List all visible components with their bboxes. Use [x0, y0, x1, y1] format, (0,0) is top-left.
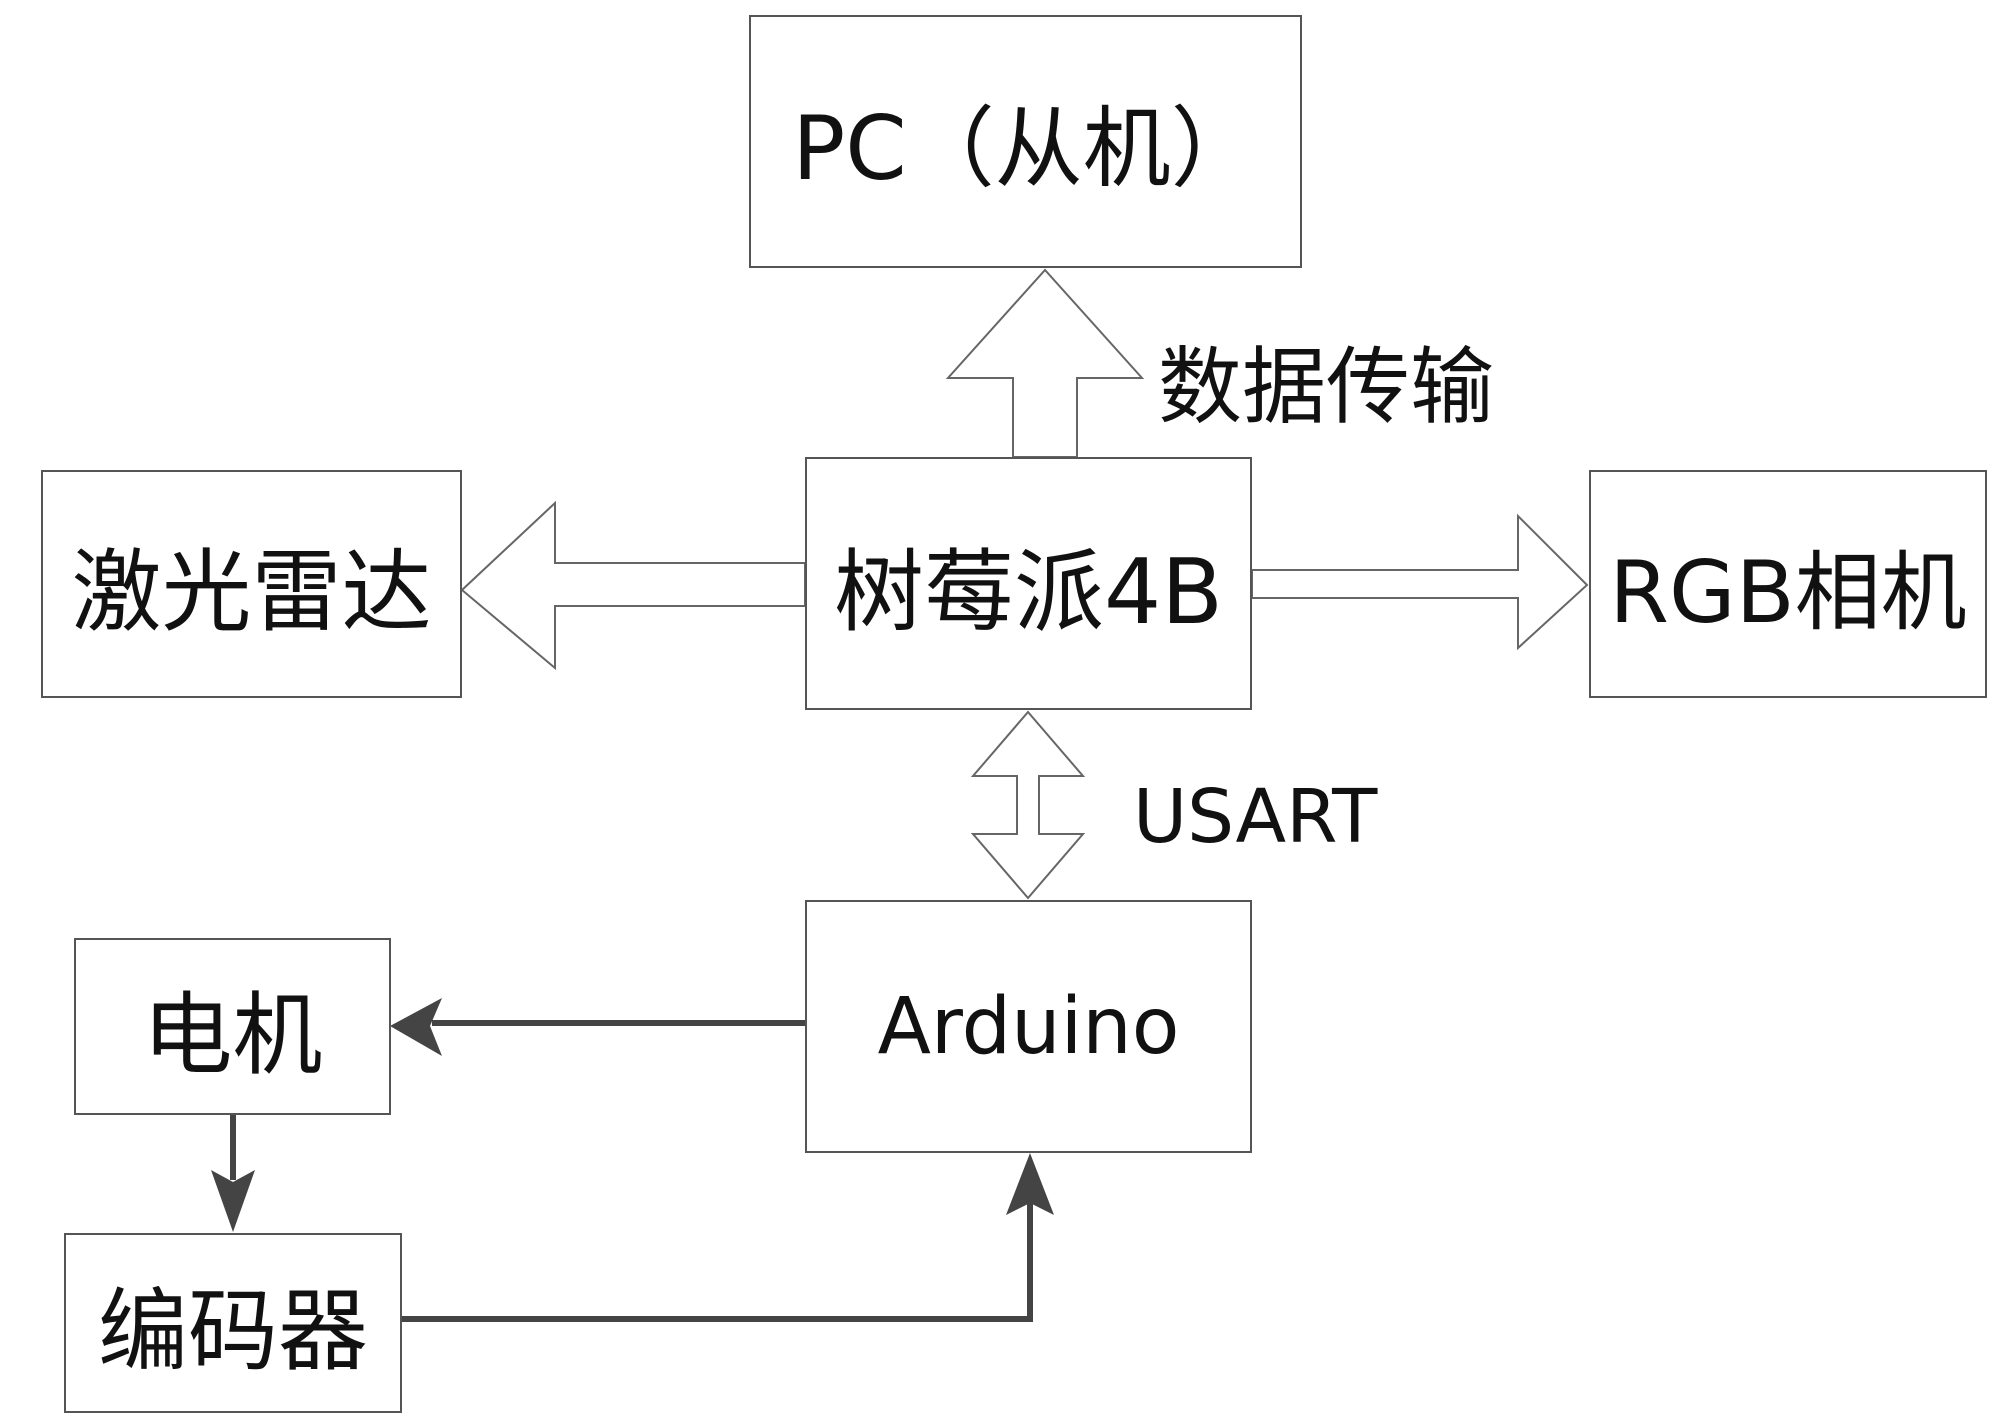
arrow-usart-bidirectional — [970, 710, 1086, 900]
node-rgb-camera-label: RGB相机 — [1609, 542, 1967, 643]
edge-label-usart: USART — [1133, 774, 1378, 860]
node-lidar-label: 激光雷达 — [71, 540, 432, 645]
node-rgb-camera: RGB相机 — [1589, 470, 1987, 698]
node-arduino-label: Arduino — [877, 981, 1180, 1072]
arrow-raspberry-to-pc — [945, 268, 1145, 458]
node-encoder-label: 编码器 — [98, 1279, 368, 1384]
node-encoder: 编码器 — [64, 1233, 402, 1413]
node-raspberry-pi-label: 树莓派4B — [833, 539, 1223, 645]
arrowhead-encoder — [211, 1170, 255, 1232]
node-pc: PC（从机） — [749, 15, 1302, 268]
arrow-raspberry-to-camera — [1251, 513, 1589, 651]
arrowhead-arduino — [1006, 1153, 1054, 1215]
arrowhead-motor — [390, 998, 442, 1056]
node-motor: 电机 — [74, 938, 391, 1115]
node-raspberry-pi: 树莓派4B — [805, 457, 1252, 710]
line-encoder-to-arduino — [402, 1195, 1033, 1322]
arrow-raspberry-to-lidar — [460, 500, 806, 671]
node-lidar: 激光雷达 — [41, 470, 462, 698]
node-arduino: Arduino — [805, 900, 1252, 1153]
node-motor-label: 电机 — [142, 982, 323, 1088]
node-pc-label: PC（从机） — [792, 97, 1259, 200]
edge-label-data-transfer: 数据传输 — [1158, 338, 1495, 436]
